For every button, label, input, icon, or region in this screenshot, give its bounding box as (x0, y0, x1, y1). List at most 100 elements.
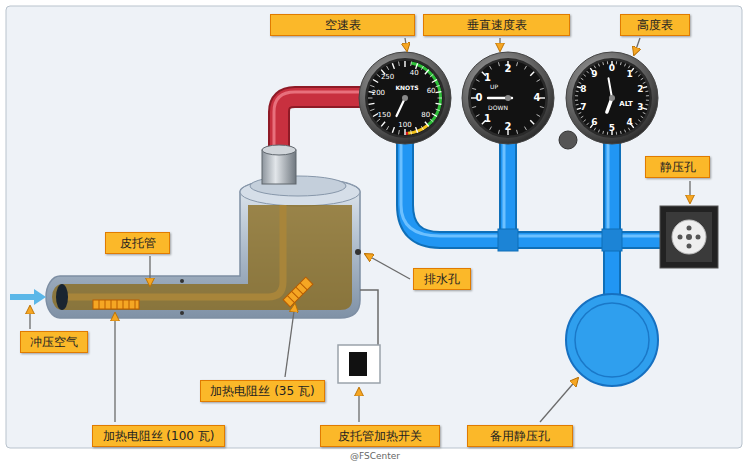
dial-marking: 8 (580, 84, 586, 93)
leader-line (499, 38, 500, 51)
dial-marking: 250 (381, 74, 394, 81)
tick-mark (421, 126, 423, 130)
tick-mark (387, 126, 389, 130)
instrument-rim (468, 58, 548, 138)
dial-marking: 9 (591, 69, 597, 78)
tick-mark (540, 88, 544, 89)
tick-mark (537, 80, 540, 82)
heater-35w (283, 277, 313, 307)
static-port-plate (666, 212, 712, 262)
callout-box: 高度表 (620, 14, 690, 36)
needle-hub (609, 95, 615, 101)
leader-line (540, 378, 578, 422)
tick-mark (598, 64, 599, 67)
instrument-rim (572, 58, 652, 138)
callout-box: 皮托管加热开关 (320, 425, 440, 447)
tick-mark (620, 62, 622, 65)
dial-marking: 0 (476, 93, 483, 103)
tick-mark (602, 131, 604, 134)
callout-text: 垂直速度表 (432, 17, 561, 33)
callout-box: 加热电阻丝 (35 瓦) (200, 380, 325, 402)
tick-mark (576, 91, 579, 93)
speed-range-arc (406, 132, 409, 135)
tick-mark (498, 130, 499, 134)
vertical-speed-indicator (462, 52, 554, 144)
tick-mark (575, 95, 578, 96)
callout-text: 排水孔 (422, 271, 462, 287)
tick-mark (432, 80, 437, 83)
static-port-disc (672, 220, 706, 254)
dial-marking: DOWN (488, 105, 508, 111)
tick-mark (398, 62, 400, 66)
dial-marking: 1 (626, 69, 632, 78)
tick-mark (410, 62, 412, 66)
tick-mark (387, 66, 389, 70)
callout-box: 冲压空气 (20, 331, 88, 353)
tick-mark (602, 62, 604, 65)
tick-mark (540, 107, 544, 108)
tick-mark (398, 130, 400, 134)
instrument-bezel (359, 52, 451, 144)
tick-mark (641, 116, 644, 118)
tick-mark (436, 92, 442, 93)
callout-text: 皮托管 (114, 235, 161, 251)
tick-mark (517, 62, 518, 66)
heater-coil (99, 300, 135, 309)
tick-mark (583, 74, 585, 76)
callout-text: 冲压空气 (29, 334, 79, 350)
pitot-hose (279, 97, 364, 152)
callout-text: 加热电阻丝 (100 瓦) (101, 428, 216, 444)
callout-text: 空速表 (279, 17, 406, 33)
dial-marking: 1 (484, 73, 491, 83)
tick-mark (370, 85, 374, 87)
leader-line (358, 388, 359, 422)
needle-hub (402, 95, 408, 101)
static-port-hole (687, 226, 692, 231)
instrument-bezel (462, 52, 554, 144)
ram-air-arrow (10, 294, 36, 300)
instrument-rim (365, 58, 445, 138)
tick-mark (421, 66, 423, 70)
tick-mark (373, 114, 378, 117)
callout-box: 排水孔 (413, 268, 471, 290)
tick-mark (579, 112, 582, 113)
static-port-hole (686, 234, 692, 240)
tick-mark (498, 62, 499, 66)
instrument-ticks (575, 61, 649, 135)
tick-mark (425, 122, 429, 127)
tick-mark (594, 66, 595, 69)
tick-mark (628, 128, 629, 131)
tick-mark (581, 116, 584, 118)
tick-mark (425, 70, 429, 75)
leader-line (365, 254, 410, 279)
tick-mark (587, 123, 589, 125)
tick-mark (436, 103, 442, 104)
static-tube-highlight (401, 143, 665, 236)
dial-marking: 2 (637, 84, 643, 93)
tick-mark (373, 80, 378, 83)
dial-marking: 2 (505, 122, 512, 132)
heat-switch-toggle (349, 352, 367, 376)
leader-line (114, 313, 115, 422)
tick-mark (404, 129, 405, 135)
dial-marking: 60 (427, 88, 436, 95)
dial-marking: 40 (410, 69, 419, 76)
instrument-face (368, 61, 443, 136)
dial-marking: 3 (637, 103, 643, 112)
instrument-ticks (471, 61, 545, 135)
tick-mark (635, 71, 637, 73)
leader-line (149, 256, 150, 286)
tick-mark (476, 115, 479, 117)
tick-mark (537, 115, 540, 117)
static-port-hole (678, 235, 683, 240)
dial-marking: 100 (398, 122, 411, 129)
pitot-hole (180, 311, 184, 315)
tube-fitting (498, 229, 518, 251)
tick-mark (377, 74, 380, 77)
dial-marking: 80 (421, 112, 430, 119)
leader-line (689, 181, 690, 203)
tick-mark (645, 91, 648, 93)
dial-marking: 4 (626, 118, 632, 127)
tick-mark (490, 127, 492, 130)
